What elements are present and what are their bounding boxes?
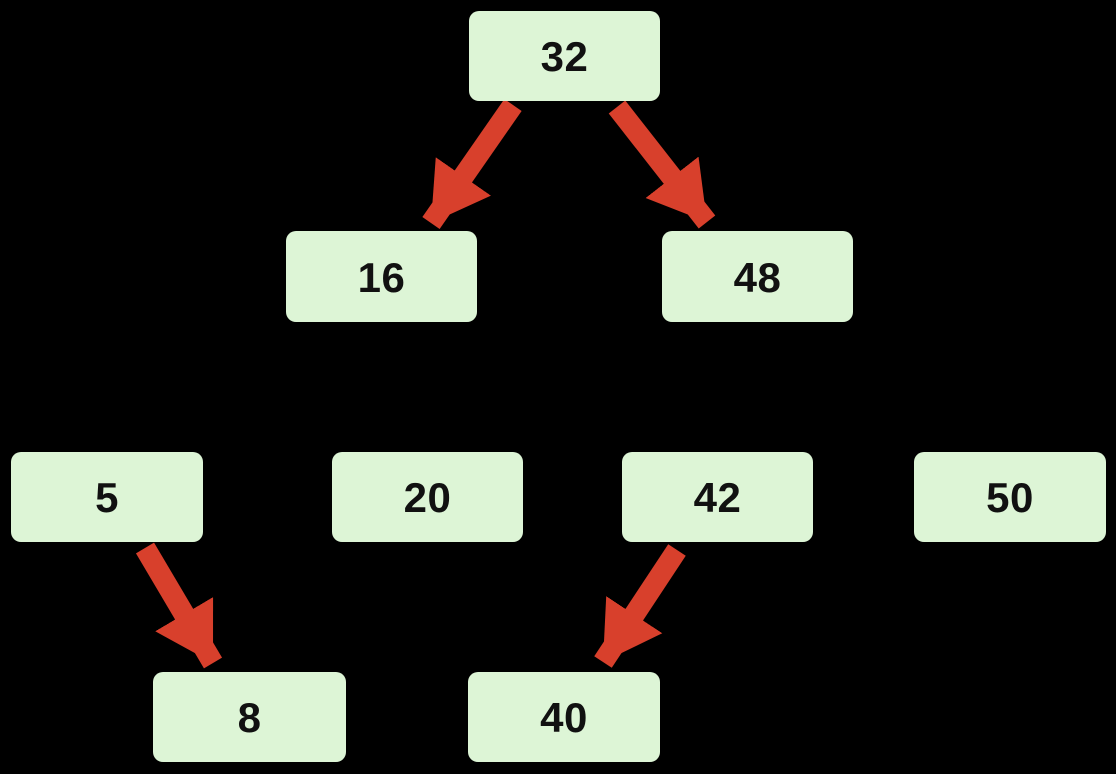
insert-arrow-32-to-48 xyxy=(608,100,716,229)
tree-node-42: 42 xyxy=(622,452,813,542)
tree-node-32: 32 xyxy=(469,11,660,101)
tree-node-label-20: 20 xyxy=(403,474,452,521)
tree-node-label-16: 16 xyxy=(357,253,406,301)
tree-node-label-50: 50 xyxy=(986,474,1034,521)
tree-node-label-32: 32 xyxy=(540,33,589,80)
tree-node-16: 16 xyxy=(286,231,477,322)
tree-node-48: 48 xyxy=(662,231,853,322)
tree-node-5: 5 xyxy=(11,452,203,542)
tree-node-label-8: 8 xyxy=(237,694,262,741)
tree-node-label-5: 5 xyxy=(95,474,119,521)
tree-node-label-48: 48 xyxy=(733,253,782,301)
tree-node-40: 40 xyxy=(468,672,660,762)
tree-node-20: 20 xyxy=(332,452,523,542)
insert-arrow-5-to-8 xyxy=(135,542,223,669)
tree-node-label-40: 40 xyxy=(540,694,588,741)
tree-node-label-42: 42 xyxy=(693,474,742,521)
insert-arrow-32-to-16 xyxy=(422,99,522,229)
tree-node-8: 8 xyxy=(153,672,346,762)
insert-arrow-42-to-40 xyxy=(594,544,686,668)
tree-node-50: 50 xyxy=(914,452,1106,542)
